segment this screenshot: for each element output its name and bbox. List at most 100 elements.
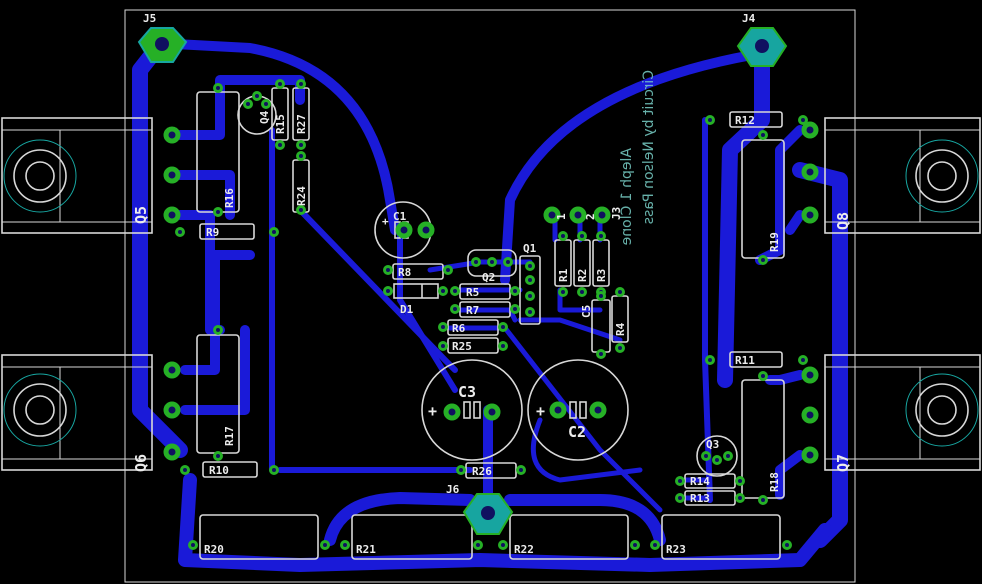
pad — [798, 355, 808, 365]
body-r22 — [509, 514, 629, 560]
body-r26 — [465, 462, 517, 479]
credit-line-1: Circuit by Nelson Pass — [641, 70, 657, 224]
label-r3: R3 — [595, 269, 608, 282]
trace-right-rail — [717, 34, 770, 388]
pad — [589, 401, 607, 419]
label-r11: R11 — [735, 354, 755, 367]
trace-gnd-left — [324, 492, 476, 546]
trace-q6-top — [180, 250, 255, 375]
pad — [438, 341, 448, 351]
body-r20 — [199, 514, 319, 560]
label-r9: R9 — [206, 226, 219, 239]
pad — [252, 91, 262, 101]
heatsink-q8 — [824, 117, 981, 234]
trace-q1-r4 — [517, 317, 623, 343]
label-c5: C5 — [580, 305, 593, 318]
pad — [275, 79, 285, 89]
pad — [498, 540, 508, 550]
pad — [213, 325, 223, 335]
pad — [705, 115, 715, 125]
pad — [450, 304, 460, 314]
label-j6: J6 — [446, 483, 460, 496]
label-c1: C1 — [393, 210, 407, 223]
pad — [801, 206, 819, 224]
label-q5: Q5 — [132, 206, 150, 224]
label-r4: R4 — [614, 322, 627, 336]
pad — [163, 166, 181, 184]
pad — [525, 307, 535, 317]
pad — [213, 207, 223, 217]
label-j5: J5 — [143, 12, 156, 25]
pad — [320, 540, 330, 550]
pad — [188, 540, 198, 550]
label-r17: R17 — [223, 426, 236, 446]
label-c3-plus: + — [428, 402, 437, 420]
label-j3: J3 — [610, 207, 623, 220]
label-r24: R24 — [295, 186, 308, 206]
label-r22: R22 — [514, 543, 534, 556]
trace-j4-center — [500, 50, 757, 285]
pad — [483, 403, 501, 421]
label-r14: R14 — [690, 475, 710, 488]
trace-r1-c5 — [557, 287, 603, 313]
pad — [213, 451, 223, 461]
body-c3 — [421, 359, 523, 461]
label-c2: C2 — [568, 423, 586, 441]
label-r7: R7 — [466, 304, 479, 317]
pad — [596, 231, 606, 241]
pad — [471, 257, 481, 267]
pad — [383, 286, 393, 296]
trace-r13-r14 — [682, 477, 708, 501]
body-r8 — [392, 263, 444, 280]
label-q6: Q6 — [132, 454, 150, 472]
label-r13: R13 — [690, 492, 710, 505]
pad — [801, 163, 819, 181]
pad — [163, 401, 181, 419]
body-r23 — [661, 514, 781, 560]
pad — [615, 287, 625, 297]
body-q3 — [696, 435, 738, 477]
pad — [558, 231, 568, 241]
pad — [801, 121, 819, 139]
pad — [175, 227, 185, 237]
reference-labels: J5 J4 J6 J3 1 2 Q5 Q6 Q8 Q7 Q1 Q2 Q3 Q4 … — [132, 12, 852, 556]
pad — [705, 355, 715, 365]
terminal-j5 — [137, 27, 188, 63]
pad — [801, 366, 819, 384]
pad — [650, 540, 660, 550]
label-r6: R6 — [452, 322, 466, 335]
pad — [758, 371, 768, 381]
trace-j5-c1 — [170, 39, 400, 235]
pads — [163, 79, 819, 550]
heatsink-q5 — [1, 117, 153, 234]
label-r26: R26 — [472, 465, 492, 478]
body-r12 — [729, 111, 783, 128]
label-r15: R15 — [274, 114, 287, 134]
pad — [261, 99, 271, 109]
label-q1: Q1 — [523, 242, 537, 255]
pad — [269, 465, 279, 475]
pad — [782, 540, 792, 550]
pad — [296, 205, 306, 215]
pad — [758, 130, 768, 140]
body-r6 — [447, 319, 499, 336]
pad — [510, 286, 520, 296]
trace-gnd-right — [504, 494, 666, 546]
heatsink-q7 — [824, 354, 981, 471]
label-r19: R19 — [768, 232, 781, 252]
pad — [596, 291, 606, 301]
label-r21: R21 — [356, 543, 376, 556]
pad — [296, 79, 306, 89]
pad — [630, 540, 640, 550]
pad — [498, 341, 508, 351]
pad — [163, 206, 181, 224]
label-d1: D1 — [400, 303, 414, 316]
pad — [701, 451, 711, 461]
pad — [275, 140, 285, 150]
pad — [569, 206, 587, 224]
body-r11 — [729, 351, 783, 368]
pad — [675, 476, 685, 486]
trace-bottom-loop — [178, 473, 832, 572]
pad — [213, 83, 223, 93]
label-r2: R2 — [576, 269, 589, 282]
